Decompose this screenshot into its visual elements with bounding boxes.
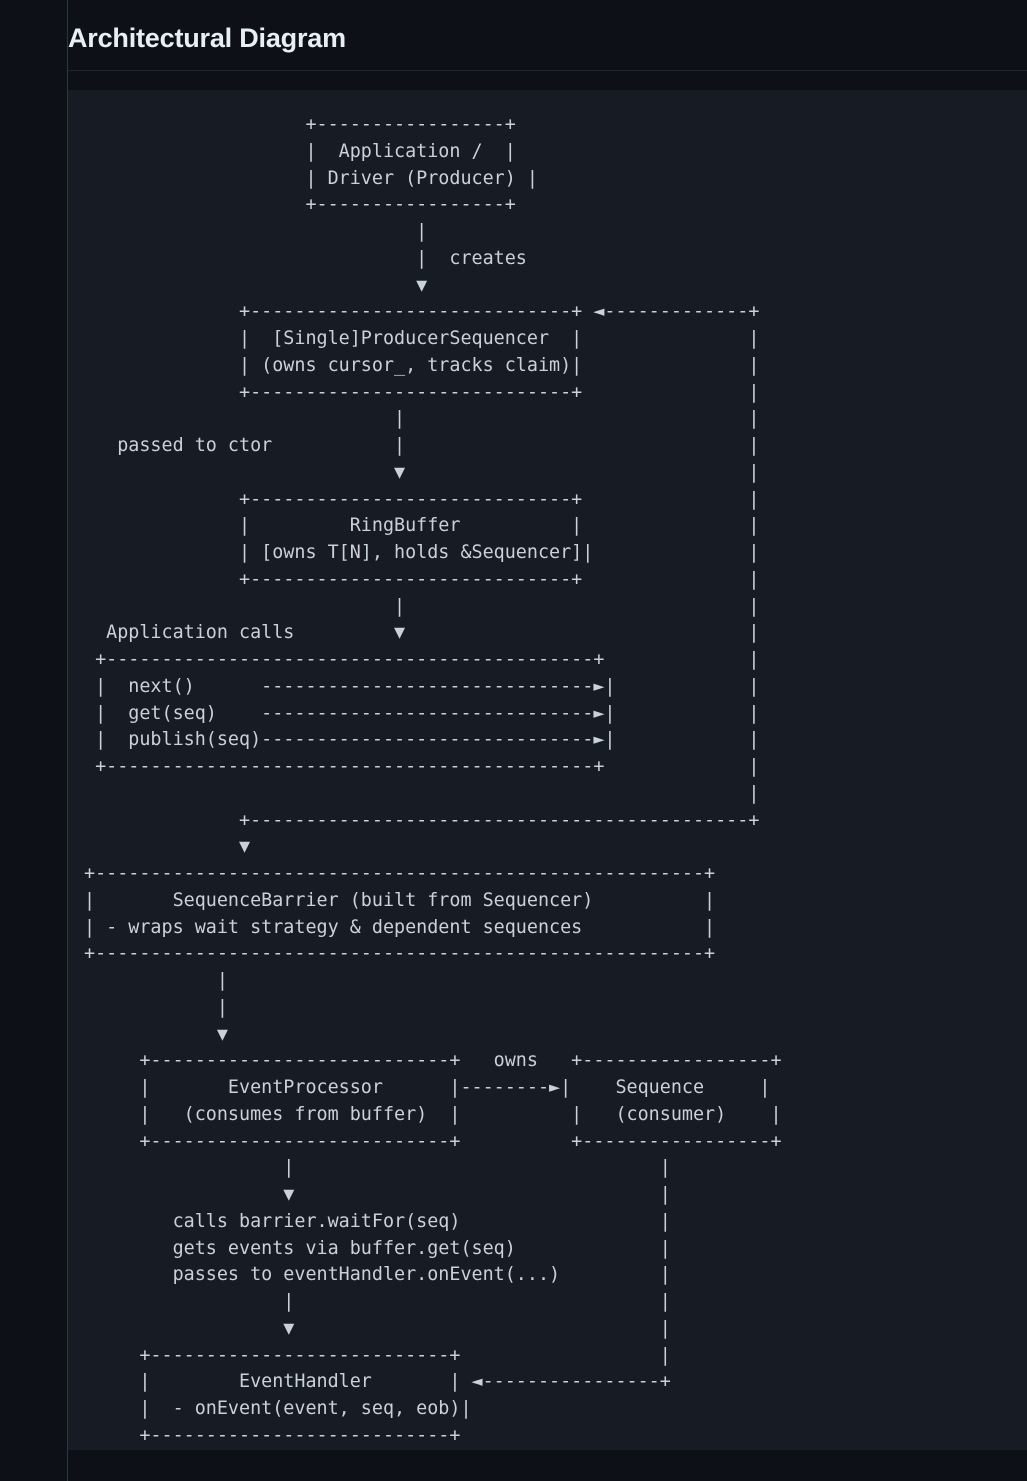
architecture-ascii-diagram: +-----------------+ | Application / | | …	[84, 114, 782, 1446]
title-divider	[68, 70, 1027, 71]
document-content: Architectural Diagram +-----------------…	[68, 0, 1027, 1481]
diagram-code-block: +-----------------+ | Application / | | …	[68, 90, 1027, 1450]
page-gutter-rule	[67, 0, 68, 1481]
page-title: Architectural Diagram	[68, 23, 346, 53]
